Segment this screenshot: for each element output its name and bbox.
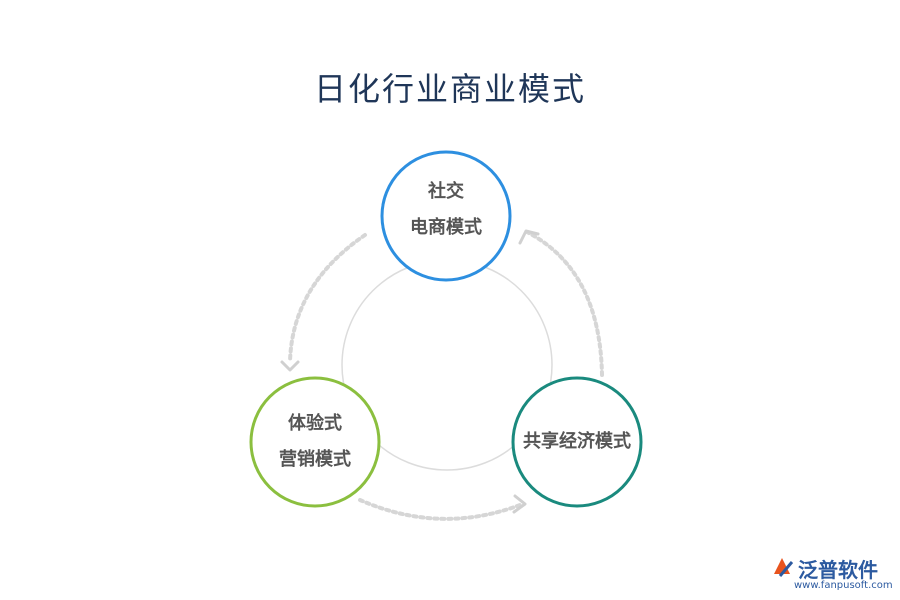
node-social-circle — [380, 150, 512, 282]
page-title: 日化行业商业模式 — [313, 70, 586, 108]
node-social-line2: 电商模式 — [410, 217, 482, 238]
cycle-arrows — [288, 230, 604, 521]
node-sharing-text: 共享经济模式 — [523, 431, 631, 452]
node-sharing-circle — [511, 376, 643, 508]
arrow-arc-left — [288, 233, 367, 364]
arrow-head-right — [518, 229, 540, 245]
arrow-arc-right — [525, 230, 604, 377]
brand-logo-icon — [774, 558, 794, 577]
brand-name: 泛普软件 — [798, 558, 878, 582]
arrow-head-bottom — [512, 494, 527, 514]
node-experience-line2: 营销模式 — [279, 449, 351, 470]
brand-logo: 泛普软件 www.fanpusoft.com — [770, 552, 895, 596]
node-experience-label: 体验式 营销模式 — [255, 406, 375, 478]
arrow-heads — [280, 229, 540, 514]
node-social-line1: 社交 — [428, 181, 464, 202]
node-experience-line1: 体验式 — [288, 413, 342, 434]
node-experience-circle — [249, 376, 381, 508]
arrow-arc-bottom — [358, 498, 522, 521]
node-sharing-label: 共享经济模式 — [507, 424, 647, 460]
node-social-label: 社交 电商模式 — [386, 174, 506, 246]
brand-url: www.fanpusoft.com — [794, 580, 893, 591]
arrow-head-left — [280, 360, 300, 372]
